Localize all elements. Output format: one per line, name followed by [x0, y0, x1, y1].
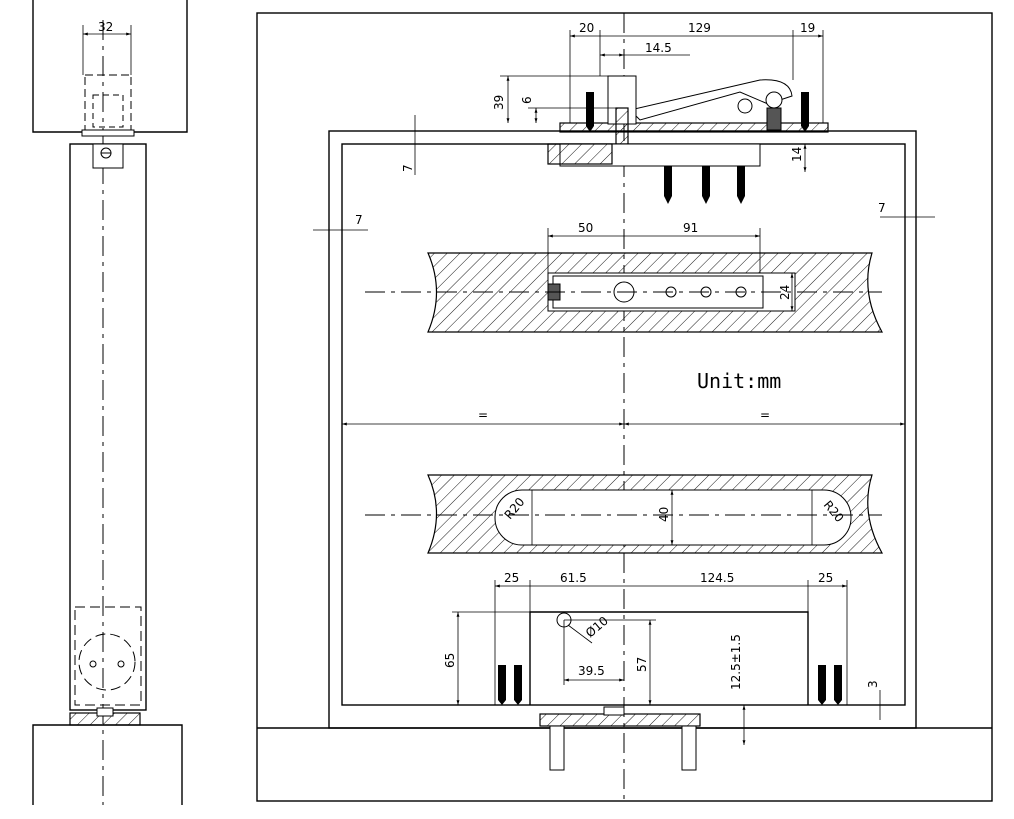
side-floor-frame	[32, 724, 183, 805]
top-dim-height: 39	[492, 95, 506, 110]
unit-label: Unit:mm	[697, 369, 781, 393]
bottom-screw-4-icon	[834, 665, 842, 705]
side-bottom-pivot-circle	[78, 633, 136, 691]
bottom-dim-a: 25	[504, 571, 519, 585]
bottom-fitting-plate	[539, 713, 701, 727]
top-screw-1-icon	[586, 92, 594, 132]
top-fitting-spring	[766, 107, 782, 131]
side-gap-dims: 7 7	[313, 201, 935, 231]
bottom-dim-hole-offset: 39.5	[578, 664, 605, 678]
split-left: =	[478, 408, 488, 422]
top-dim-middle: 129	[688, 21, 711, 35]
top-fitting-block	[547, 143, 613, 165]
left-gap-dim: 7	[355, 213, 363, 227]
bottom-fitting-bush	[603, 706, 625, 716]
top-dim-step: 6	[520, 96, 534, 104]
top-pocket-dim-right: 91	[683, 221, 698, 235]
bottom-dim-c: 124.5	[700, 571, 734, 585]
bottom-dim-small: 3	[866, 680, 880, 688]
bottom-fitting-hole-dim: Ø10	[583, 614, 611, 641]
top-screw-4-icon	[702, 166, 710, 204]
anchor-left-icon	[549, 725, 565, 771]
bottom-dim-b: 61.5	[560, 571, 587, 585]
side-bottom-hole-right	[117, 660, 125, 668]
side-top-bush	[92, 143, 124, 169]
front-view: 20 129 19 14.5 39 6 14 7 7 7	[256, 12, 993, 802]
top-fitting: 20 129 19 14.5 39 6 14 7	[401, 21, 829, 204]
anchor-right-icon	[681, 725, 697, 771]
top-pocket-dim-left: 50	[578, 221, 593, 235]
top-screw-5-icon	[737, 166, 745, 204]
bottom-dim-clear: 12.5±1.5	[729, 634, 743, 690]
side-top-plate	[81, 129, 135, 137]
top-pocket: 50 91 24	[365, 221, 884, 333]
top-fitting-plate	[559, 122, 829, 133]
center-split: = =	[342, 408, 905, 426]
bottom-dim-inner: 57	[635, 657, 649, 672]
top-fitting-lever	[629, 79, 793, 121]
top-screw-2-icon	[801, 92, 809, 132]
bottom-slot: 40 R20 R20	[365, 474, 884, 554]
bottom-slot-width: 40	[657, 507, 671, 522]
side-width-dim: 32	[98, 20, 113, 34]
top-pocket-dim-width: 24	[778, 285, 792, 300]
side-top-pivot-inner	[92, 94, 124, 128]
bottom-dim-height: 65	[443, 653, 457, 668]
side-top-pivot	[84, 74, 132, 131]
right-gap-dim: 7	[878, 201, 886, 215]
top-screw-3-icon	[664, 166, 672, 204]
bottom-screw-1-icon	[498, 665, 506, 705]
top-dim-left: 20	[579, 21, 594, 35]
top-dim-right: 19	[800, 21, 815, 35]
bottom-fitting: Ø10 25 61.5 124.5 25 65 57	[443, 571, 881, 771]
top-dim-offset: 14.5	[645, 41, 672, 55]
bottom-fitting-hole-leader	[567, 624, 593, 644]
side-bottom-hole-left	[89, 660, 97, 668]
bottom-screw-3-icon	[818, 665, 826, 705]
side-door-panel	[69, 143, 147, 711]
top-fitting-knob-icon	[765, 91, 783, 109]
bottom-slot-cutout	[494, 489, 852, 546]
split-right: =	[760, 408, 770, 422]
side-floor-bush	[96, 707, 114, 717]
top-dim-plate: 14	[790, 147, 804, 162]
side-bottom-pivot	[74, 606, 142, 706]
bottom-dim-d: 25	[818, 571, 833, 585]
front-door-outer	[328, 130, 917, 729]
bottom-fitting-cover	[529, 611, 809, 705]
top-dim-gap: 7	[401, 164, 415, 172]
side-view: 32	[32, 0, 188, 805]
bottom-screw-2-icon	[514, 665, 522, 705]
top-fitting-roller-icon	[737, 98, 753, 114]
